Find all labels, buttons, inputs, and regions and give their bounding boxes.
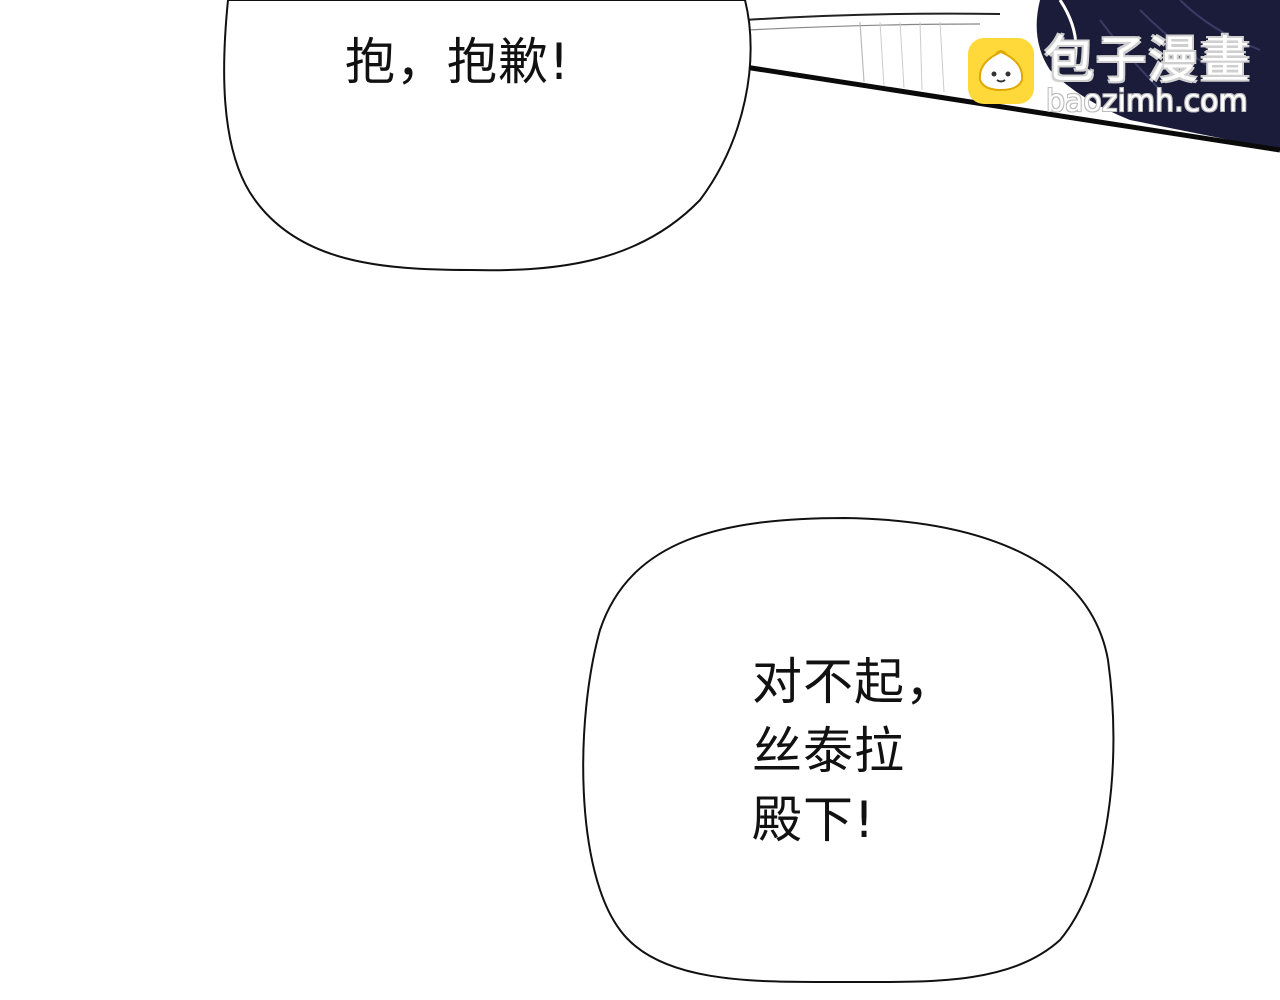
- bun-logo-icon: [968, 38, 1034, 104]
- speech-bubble-2: [582, 516, 1115, 984]
- speech-bubble-2-text: 对不起， 丝泰拉 殿下!: [752, 648, 956, 855]
- speech-bubble-1-text: 抱，抱歉!: [345, 30, 570, 94]
- watermark-url: baozimh.com: [1046, 84, 1248, 119]
- bubble-2-line-1: 对不起，: [752, 653, 956, 711]
- bubble-2-line-3: 殿下!: [752, 791, 876, 849]
- speech-bubble-1: [223, 0, 752, 272]
- bubble-1-line: 抱，抱歉!: [345, 33, 571, 91]
- background-artwork: [269, 0, 1280, 153]
- watermark: 包子漫畫 baozimh.com: [964, 30, 1264, 120]
- watermark-name: 包子漫畫: [1044, 31, 1252, 89]
- bubble-2-line-2: 丝泰拉: [752, 722, 905, 780]
